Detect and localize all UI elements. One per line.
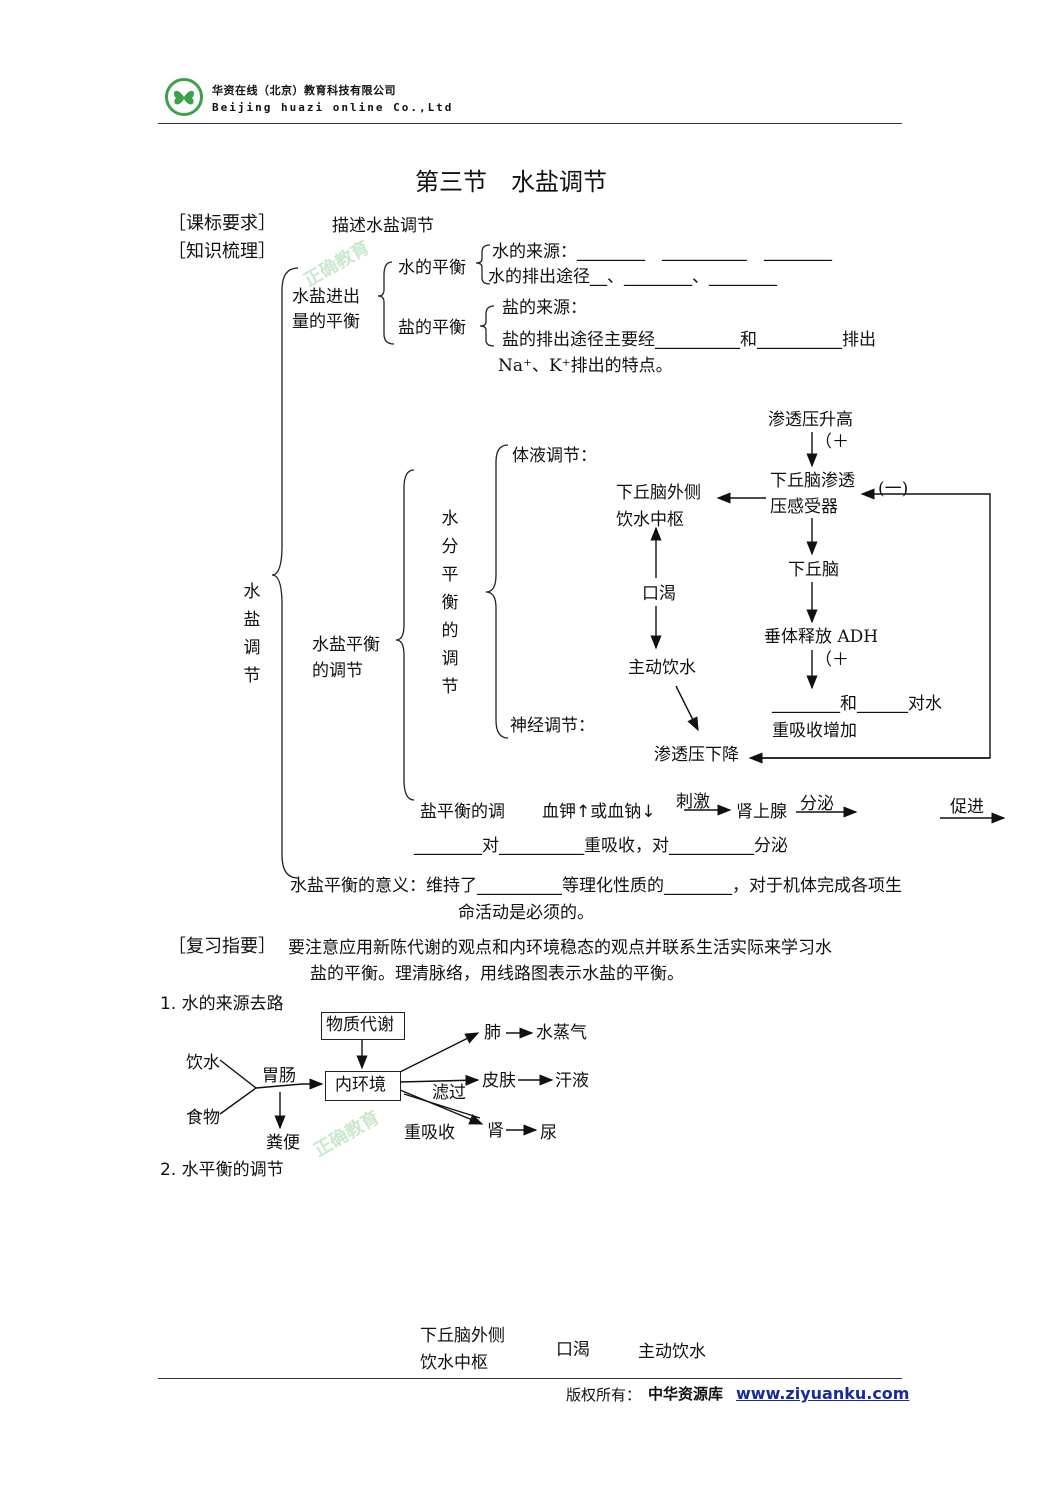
review2-center-2: 饮水中枢 [420, 1353, 488, 1373]
review-label: ［复习指要］ [168, 936, 276, 957]
internal-env: 内环境 [335, 1075, 386, 1095]
salt-note: Na⁺、K⁺排出的特点。 [498, 356, 673, 376]
footer-copyright: 版权所有： [566, 1386, 642, 1404]
water-out: 水的排出途径__、________、________ [488, 267, 777, 287]
secrete: 分泌 [800, 794, 834, 814]
lung: 肺 [484, 1023, 501, 1043]
root-label: 水盐调节 [243, 582, 261, 686]
water-source: 水的来源：________ __________ ________ [492, 242, 832, 262]
blood-ion: 血钾↑或血钠↓ [542, 802, 656, 822]
reabsorb-line2: 重吸收增加 [772, 721, 857, 741]
footer-site-name: 中华资源库 [648, 1385, 724, 1403]
metabolism: 物质代谢 [326, 1015, 394, 1035]
filter: 滤过 [432, 1083, 466, 1103]
plus-sign-1: （＋ [815, 432, 849, 452]
water-balance: 水的平衡 [398, 258, 466, 278]
company-name-cn: 华资在线（北京）教育科技有限公司 [212, 84, 396, 97]
feces: 粪便 [266, 1133, 300, 1153]
standard-label: ［课标要求］ [168, 213, 276, 234]
knowledge-label: ［知识梳理］ [168, 241, 276, 262]
salt-brace [479, 305, 495, 347]
osmo-up: 渗透压升高 [768, 410, 853, 430]
branch2-line2: 的调节 [312, 661, 363, 681]
water-reg-label: 水分平衡的调节 [441, 509, 459, 697]
receptor-line1: 下丘脑渗透 [770, 471, 855, 491]
butterfly-icon [173, 90, 195, 105]
reabsorb-line1: ________和______对水 [772, 694, 942, 714]
promote: 促进 [950, 797, 984, 817]
body-fluid-reg: 体液调节： [512, 446, 597, 466]
salt-source: 盐的来源： [502, 298, 587, 318]
urine: 尿 [540, 1123, 557, 1143]
water-brace [475, 244, 491, 285]
meaning-line2: 命活动是必须的。 [458, 903, 594, 923]
footer-link[interactable]: www.ziyuanku.com [736, 1384, 910, 1403]
branch2-line1: 水盐平衡 [312, 635, 380, 655]
salt-balance: 盐的平衡 [398, 318, 466, 338]
metabolism-box [321, 1012, 405, 1040]
gut: 胃肠 [262, 1066, 296, 1086]
receptor-line2: 压感受器 [770, 497, 838, 517]
reabsorb-label: 重吸收 [404, 1123, 455, 1143]
thirst-center-line2: 饮水中枢 [616, 510, 684, 530]
skin: 皮肤 [482, 1071, 516, 1091]
drink: 主动饮水 [628, 658, 696, 678]
branch1-line2: 量的平衡 [292, 312, 360, 332]
water-reg-brace [485, 444, 509, 739]
company-logo [165, 78, 203, 116]
plus-sign-2: （＋ [815, 650, 849, 670]
meaning-line1: 水盐平衡的意义：维持了__________等理化性质的________，对于机体… [290, 876, 902, 896]
adh: 垂体释放 ADH [764, 627, 879, 647]
food-in: 食物 [186, 1108, 220, 1128]
header-rule [158, 123, 902, 124]
company-name-en: Beijing huazi online Co.,Ltd [212, 101, 454, 114]
review-text-2: 盐的平衡。理清脉络，用线路图表示水盐的平衡。 [310, 964, 684, 984]
vapor: 水蒸气 [536, 1023, 587, 1043]
review1-heading: 1. 水的来源去路 [160, 994, 284, 1014]
osmo-down: 渗透压下降 [654, 745, 739, 765]
review2-drink: 主动饮水 [638, 1342, 706, 1362]
review-text-1: 要注意应用新陈代谢的观点和内环境稳态的观点并联系生活实际来学习水 [288, 938, 832, 958]
hypothalamus: 下丘脑 [788, 560, 839, 580]
standard-text: 描述水盐调节 [332, 216, 434, 236]
salt-line2: ________对__________重吸收，对__________分泌 [414, 836, 788, 856]
nerve-reg: 神经调节： [510, 716, 595, 736]
thirst: 口渴 [642, 584, 676, 604]
footer-rule [158, 1378, 902, 1379]
page-title: 第三节 水盐调节 [415, 168, 607, 196]
review2-heading: 2. 水平衡的调节 [160, 1160, 284, 1180]
kidney: 肾 [487, 1121, 504, 1141]
thirst-center-line1: 下丘脑外侧 [616, 483, 701, 503]
review2-thirst: 口渴 [556, 1340, 590, 1360]
internal-env-box [325, 1071, 401, 1101]
branch2-brace [395, 469, 415, 801]
review2-center-1: 下丘脑外侧 [420, 1326, 505, 1346]
sweat: 汗液 [555, 1071, 589, 1091]
branch1-line1: 水盐进出 [292, 287, 360, 307]
salt-reg: 盐平衡的调 [420, 802, 505, 822]
salt-out: 盐的排出途径主要经__________和__________排出 [502, 330, 876, 350]
adrenal: 肾上腺 [736, 802, 787, 822]
stimulate: 刺激 [676, 792, 710, 812]
branch1-brace [377, 261, 395, 345]
drink-in: 饮水 [186, 1053, 220, 1073]
root-brace [271, 267, 299, 879]
